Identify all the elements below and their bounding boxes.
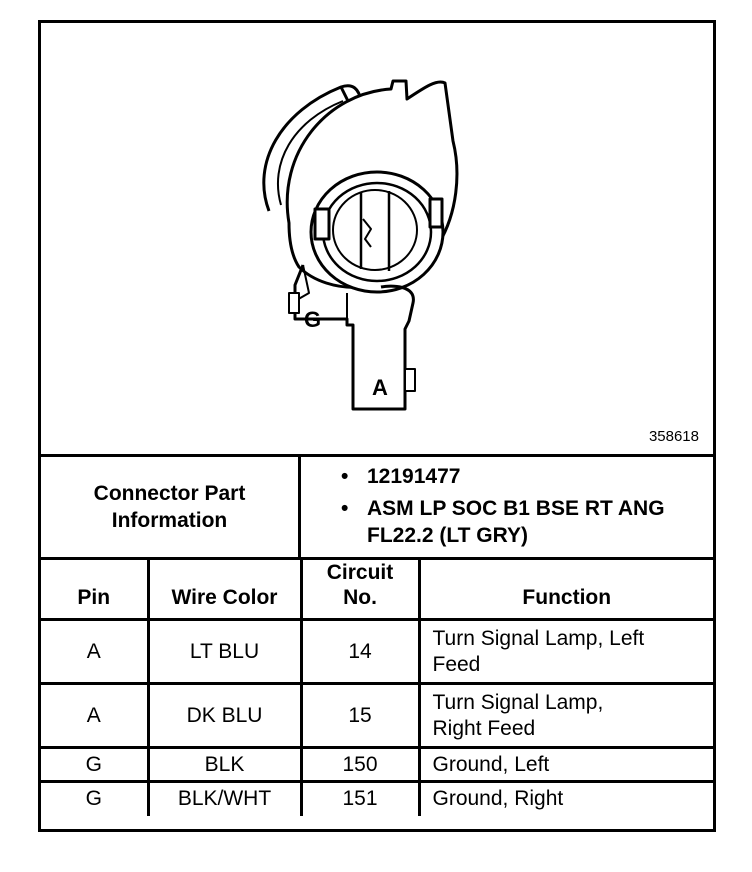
part-info-label: Connector Part Information — [41, 457, 301, 557]
table-row: G BLK 150 Ground, Left — [41, 746, 713, 783]
cell-wire-color: BLK/WHT — [146, 780, 303, 816]
part-info-list: • 12191477 • ASM LP SOC B1 BSE RT ANG FL… — [301, 457, 713, 557]
cell-pin: G — [41, 780, 150, 816]
table-header-row: Pin Wire Color Circuit No. Function — [41, 560, 713, 621]
bullet-icon: • — [341, 465, 349, 488]
header-wire-color: Wire Color — [146, 560, 303, 621]
connector-part-information: Connector Part Information • 12191477 • … — [41, 457, 713, 560]
part-description: ASM LP SOC B1 BSE RT ANG FL22.2 (LT GRY) — [367, 497, 665, 547]
cell-wire-color: LT BLU — [146, 618, 303, 685]
connector-drawing: G A — [262, 79, 459, 411]
cell-circuit-no: 151 — [299, 780, 421, 816]
part-number: 12191477 — [367, 465, 461, 488]
connector-figure: G A 358618 — [41, 23, 713, 457]
cell-function: Ground, Left — [417, 746, 713, 783]
cell-circuit-no: 15 — [299, 682, 421, 749]
cell-pin: A — [41, 682, 150, 749]
header-pin: Pin — [41, 560, 150, 621]
header-circuit-no: Circuit No. — [299, 560, 421, 621]
figure-id: 358618 — [648, 428, 699, 445]
cell-wire-color: BLK — [146, 746, 303, 783]
pin-a-label: A — [372, 375, 388, 400]
cell-function: Turn Signal Lamp, Left Feed — [417, 618, 713, 685]
table-row: A DK BLU 15 Turn Signal Lamp, Right Feed — [41, 682, 713, 749]
bullet-icon: • — [341, 497, 349, 520]
pin-g-label: G — [304, 307, 321, 332]
cell-wire-color: DK BLU — [146, 682, 303, 749]
cell-circuit-no: 150 — [299, 746, 421, 783]
cell-pin: A — [41, 618, 150, 685]
connector-sheet: G A 358618 Connector Part Information • … — [38, 20, 716, 832]
cell-function: Ground, Right — [417, 780, 713, 816]
table-row: A LT BLU 14 Turn Signal Lamp, Left Feed — [41, 618, 713, 685]
header-function: Function — [417, 560, 713, 621]
cell-function: Turn Signal Lamp, Right Feed — [417, 682, 713, 749]
table-row: G BLK/WHT 151 Ground, Right — [41, 780, 713, 816]
pin-table: Pin Wire Color Circuit No. Function A LT… — [41, 560, 713, 816]
cell-circuit-no: 14 — [299, 618, 421, 685]
cell-pin: G — [41, 746, 150, 783]
